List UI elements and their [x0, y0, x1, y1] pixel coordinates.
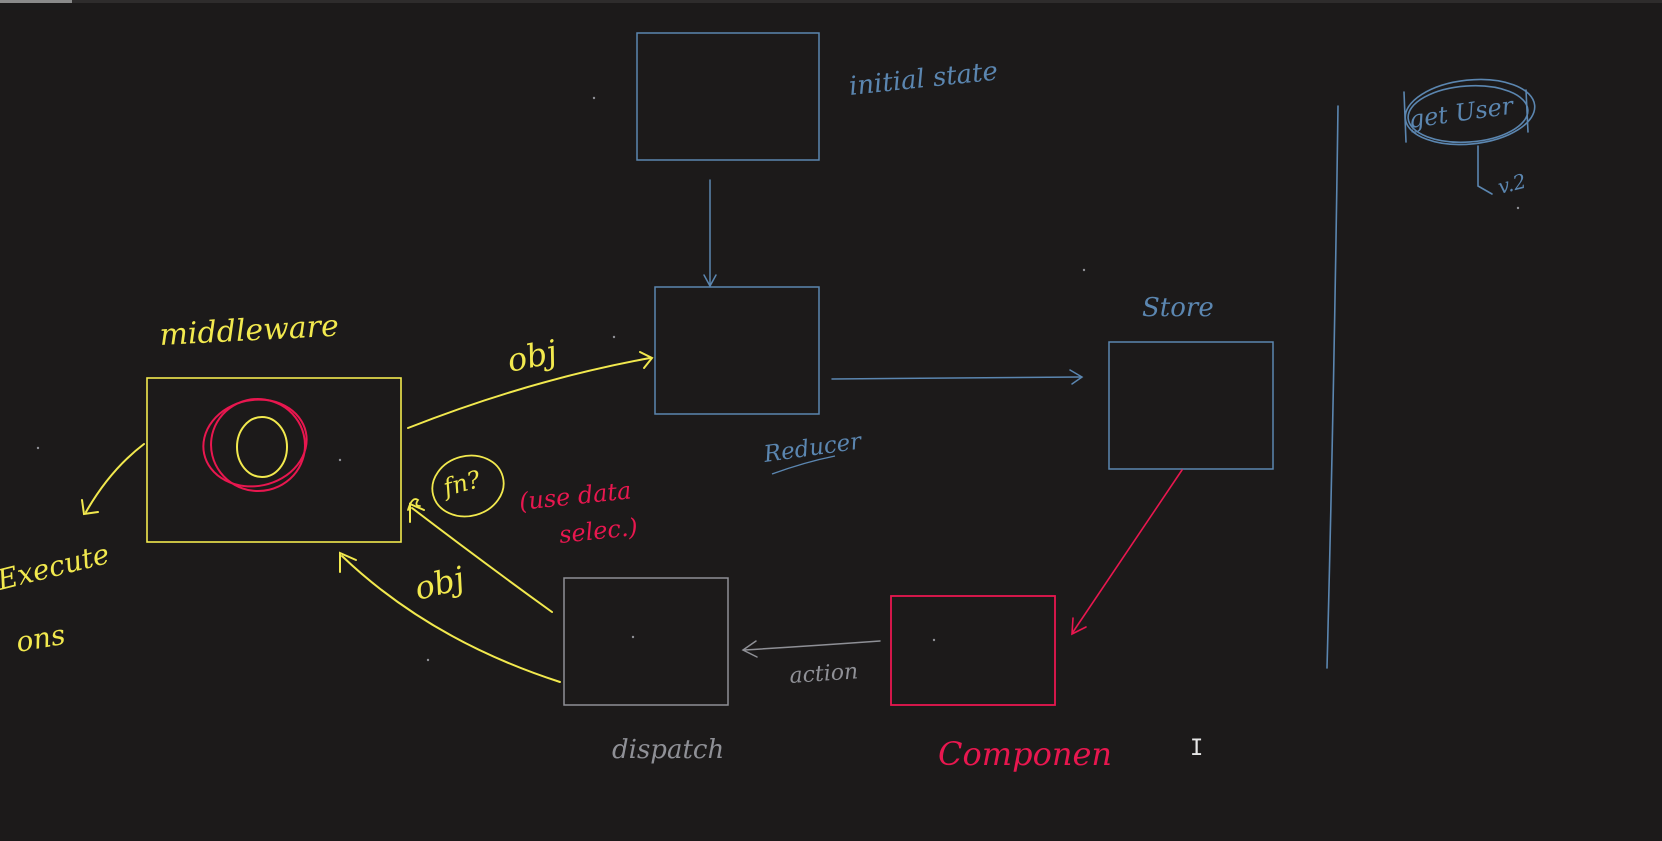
label-middleware: middleware: [159, 309, 340, 353]
vertical-divider: [1326, 105, 1339, 669]
label-arrow-note: v.2: [1495, 169, 1528, 199]
middleware-red-circle: [202, 397, 308, 493]
fn-tick: [407, 498, 421, 511]
label-store: Store: [1142, 293, 1214, 323]
middleware-box: [146, 377, 402, 543]
store-box: [1108, 341, 1274, 470]
top-bar: [0, 0, 1662, 3]
label-dispatch: dispatch: [612, 735, 724, 765]
reducer-box: [654, 286, 820, 415]
top-bar-accent: [0, 0, 72, 3]
fn-circle: [431, 454, 505, 518]
get-user-scribble: [1403, 78, 1536, 195]
arrow-store-to-component: [1071, 469, 1183, 636]
text-cursor-icon: I: [1190, 736, 1204, 761]
label-use-data-selector-1: (use data: [518, 476, 633, 516]
middleware-yellow-circle: [236, 416, 288, 478]
label-execute-1: Execute: [0, 537, 113, 597]
label-action: action: [789, 659, 859, 689]
arrow-middleware-to-reducer: [407, 351, 654, 429]
stray-dots: [36, 96, 1520, 662]
dispatch-box: [563, 577, 729, 706]
component-box: [890, 595, 1056, 706]
arrow-middleware-to-execute: [81, 443, 145, 516]
label-fn: fn?: [438, 465, 483, 502]
label-initial-state: initial state: [848, 57, 1000, 102]
label-execute-2: ons: [13, 618, 67, 659]
label-obj-top: obj: [504, 332, 561, 380]
label-component: Componen: [938, 735, 1112, 773]
label-obj-bottom: obj: [411, 559, 468, 608]
reducer-underline: [771, 455, 836, 475]
arrow-initial-to-reducer: [703, 179, 717, 288]
label-reducer: Reducer: [761, 428, 865, 468]
arrow-reducer-to-store: [831, 369, 1084, 385]
arrow-component-to-dispatch: [741, 640, 881, 658]
label-use-data-selector-2: selec.): [558, 513, 639, 549]
arrow-dispatch-to-middleware: [339, 551, 561, 683]
initial-state-box: [636, 32, 820, 161]
